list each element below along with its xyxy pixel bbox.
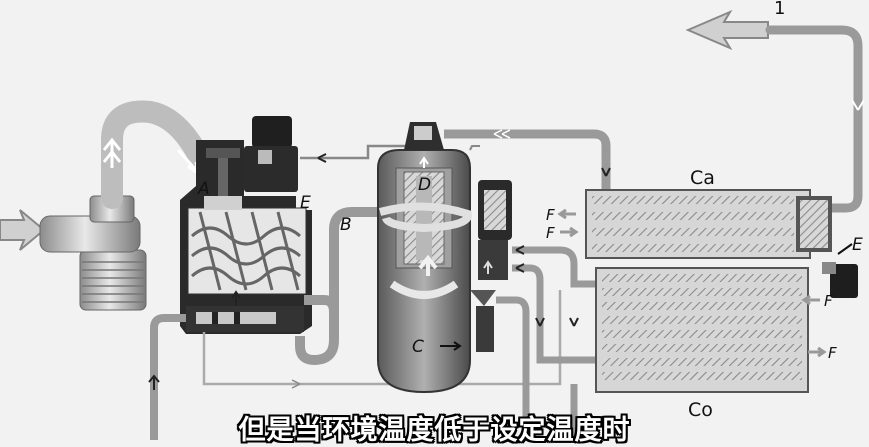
label-ca: Ca (690, 167, 715, 189)
fan-air-arrows (557, 208, 827, 358)
label-e-right: E (852, 235, 863, 255)
flow-arrow-icon (535, 317, 545, 327)
flow-arrow-icon (515, 245, 525, 255)
intake-duct (101, 100, 221, 209)
label-b: B (340, 215, 352, 235)
label-d: D (418, 175, 431, 195)
label-f-3: F (824, 292, 833, 310)
flow-arrow-icon (493, 129, 511, 139)
control-line-top (300, 144, 416, 160)
thermostatic-valve (470, 180, 512, 352)
label-outlet-number: 1 (774, 0, 785, 19)
air-filter (39, 195, 147, 311)
compressor-unit (180, 116, 312, 334)
oil-cooler-co (595, 267, 809, 393)
label-e-top: E (300, 193, 311, 213)
fan-motor (822, 243, 858, 298)
label-f-2: F (546, 224, 555, 242)
flow-arrow-icon (102, 137, 122, 168)
video-subtitle: 但是当环境温度低于设定温度时 (238, 415, 631, 446)
control-line (202, 290, 562, 386)
separator-top-pipe (469, 145, 480, 151)
flow-arrow-icon (569, 317, 579, 327)
flow-arrow-icon (291, 379, 301, 389)
flow-arrow-icon (148, 374, 160, 390)
flow-arrow-icon (515, 263, 525, 273)
air-pipe-top (444, 129, 611, 192)
oil-pipes (496, 246, 600, 440)
label-f-4: F (828, 344, 837, 362)
label-c: C (412, 337, 424, 357)
outlet-pipe (765, 25, 863, 213)
aftercooler-ca (585, 189, 832, 259)
inlet-arrow-icon (0, 209, 46, 251)
oil-pipe-left (150, 314, 186, 440)
oil-separator-tank (377, 122, 472, 394)
outlet-arrow-icon (685, 9, 769, 51)
label-f-1: F (546, 206, 555, 224)
flow-arrow-icon (317, 153, 327, 163)
flow-arrow-icon (601, 167, 611, 177)
label-a: A (197, 179, 210, 199)
label-co: Co (688, 399, 713, 421)
flow-arrow-icon (851, 99, 865, 111)
discharge-pipe-up (329, 207, 380, 330)
